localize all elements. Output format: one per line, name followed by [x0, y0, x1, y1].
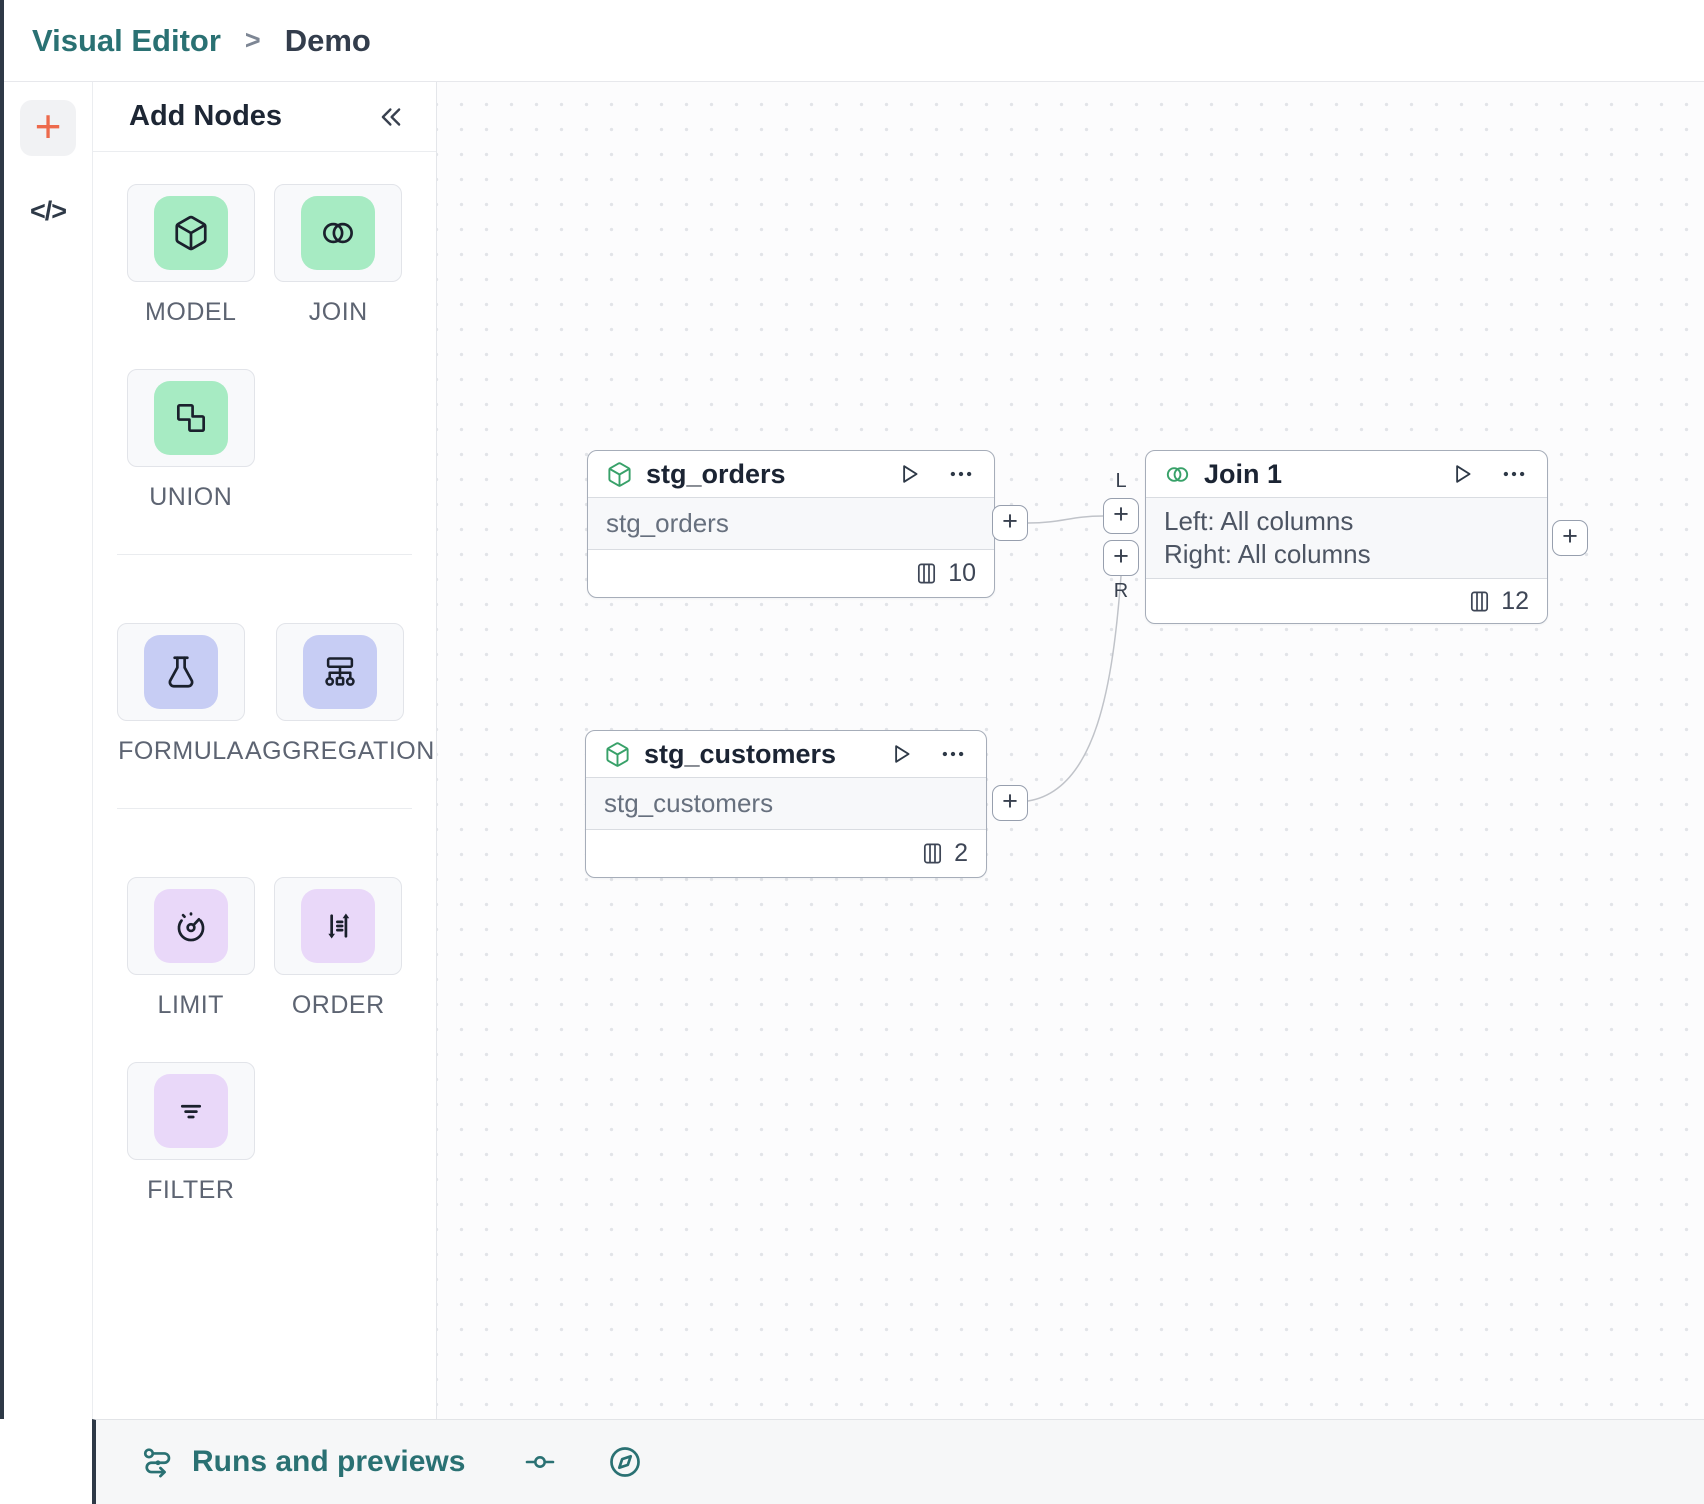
add-button[interactable]: +	[20, 100, 76, 156]
tile-label: MODEL	[145, 298, 237, 326]
gauge-icon	[177, 912, 205, 942]
breadcrumb-app-link[interactable]: Visual Editor	[32, 22, 221, 58]
node-title: Join 1	[1204, 458, 1283, 489]
port-stg-orders-output[interactable]: +	[992, 505, 1028, 541]
node-stg-customers[interactable]: stg_customers stg_customers 2	[585, 730, 987, 878]
node-title: stg_orders	[646, 458, 786, 489]
collapse-panel-button[interactable]	[376, 102, 406, 132]
run-node-button[interactable]	[1449, 461, 1475, 487]
panel-title: Add Nodes	[129, 100, 283, 132]
columns-icon	[1471, 591, 1489, 611]
node-subtitle: stg_orders	[606, 508, 729, 538]
join-left-config: Left: All columns	[1164, 506, 1354, 536]
model-cube-icon	[606, 741, 629, 767]
join-circles-icon	[323, 222, 354, 244]
edge-wires	[1027, 515, 1122, 802]
runs-route-icon	[143, 1448, 171, 1478]
tile-filter[interactable]: FILTER	[117, 1062, 265, 1247]
tile-aggregation[interactable]: AGGREGATION	[245, 623, 435, 808]
join-circles-icon	[1166, 466, 1189, 482]
tile-formula[interactable]: FORMULA	[117, 623, 245, 808]
columns-icon	[918, 563, 936, 584]
app-edge-divider	[0, 0, 4, 1419]
node-menu-button[interactable]	[938, 741, 968, 767]
git-commit-icon	[526, 1456, 555, 1468]
tile-label: AGGREGATION	[245, 737, 435, 765]
explore-button[interactable]	[607, 1444, 643, 1480]
chevrons-left-icon	[381, 107, 401, 126]
commit-button[interactable]	[523, 1445, 557, 1479]
flow-canvas[interactable]: stg_orders stg_orders 10 stg_cu	[437, 82, 1704, 1419]
column-count: 12	[1501, 586, 1529, 615]
column-count: 2	[954, 839, 968, 867]
tile-label: FILTER	[147, 1176, 235, 1204]
tile-label: ORDER	[291, 991, 385, 1019]
tile-limit[interactable]: LIMIT	[117, 877, 265, 1062]
node-stg-orders[interactable]: stg_orders stg_orders 10	[587, 450, 995, 598]
port-join-right-input[interactable]: +	[1103, 540, 1139, 576]
port-join-output[interactable]: +	[1552, 520, 1588, 556]
add-nodes-panel-header: Add Nodes	[93, 82, 436, 152]
icon-rail: + </>	[4, 82, 92, 1419]
tile-group-transform: FORMULA AGGREGATION	[93, 591, 436, 808]
play-icon	[903, 465, 918, 483]
ellipsis-icon	[942, 751, 964, 757]
join-right-config: Right: All columns	[1164, 539, 1371, 569]
runs-and-previews-label: Runs and previews	[192, 1445, 466, 1478]
port-join-left-input[interactable]: +	[1103, 498, 1139, 534]
columns-icon	[924, 843, 942, 864]
node-title: stg_customers	[644, 738, 837, 769]
filter-lines-icon	[180, 1104, 201, 1119]
model-cube-icon	[608, 461, 631, 487]
flask-icon	[168, 656, 194, 688]
runs-and-previews-button[interactable]: Runs and previews	[140, 1444, 465, 1480]
group-divider	[117, 554, 412, 555]
cube-icon	[175, 215, 207, 251]
sort-arrows-icon	[328, 913, 350, 939]
union-squares-icon	[176, 403, 205, 433]
join-right-port-label: R	[1113, 580, 1129, 602]
play-icon	[1456, 465, 1471, 483]
node-subtitle: stg_customers	[604, 788, 774, 818]
tile-order[interactable]: ORDER	[265, 877, 413, 1062]
tile-model[interactable]: MODEL	[117, 184, 265, 369]
tile-union[interactable]: UNION	[117, 369, 265, 554]
page-title: Demo	[284, 22, 371, 58]
port-stg-customers-output[interactable]: +	[992, 785, 1028, 821]
play-icon	[895, 745, 910, 763]
group-divider	[117, 808, 412, 809]
join-left-port-label: L	[1115, 470, 1127, 492]
hierarchy-icon	[325, 657, 355, 686]
tile-group-sources: MODEL JOIN UNION	[93, 152, 436, 554]
node-menu-button[interactable]	[1499, 461, 1529, 487]
tile-group-shape: LIMIT ORDER FILTER	[93, 845, 436, 1247]
breadcrumb: Visual Editor > Demo	[4, 0, 1704, 82]
run-node-button[interactable]	[896, 461, 922, 487]
node-menu-button[interactable]	[946, 461, 976, 487]
compass-icon	[610, 1447, 641, 1477]
bottom-bar: Runs and previews	[92, 1419, 1704, 1504]
breadcrumb-separator: >	[244, 25, 261, 55]
tile-label: FORMULA	[118, 737, 244, 765]
run-node-button[interactable]	[888, 741, 914, 767]
tile-label: JOIN	[308, 298, 368, 326]
tile-label: LIMIT	[157, 991, 224, 1019]
add-nodes-panel: Add Nodes MODEL JOIN	[92, 82, 437, 1419]
code-view-toggle[interactable]: </>	[29, 196, 67, 226]
ellipsis-icon	[950, 471, 972, 477]
node-join-1[interactable]: Join 1 Left: All columns Right: All colu…	[1145, 450, 1548, 624]
tile-label: UNION	[149, 483, 233, 511]
ellipsis-icon	[1503, 471, 1525, 477]
tile-join[interactable]: JOIN	[265, 184, 413, 369]
column-count: 10	[948, 559, 976, 587]
